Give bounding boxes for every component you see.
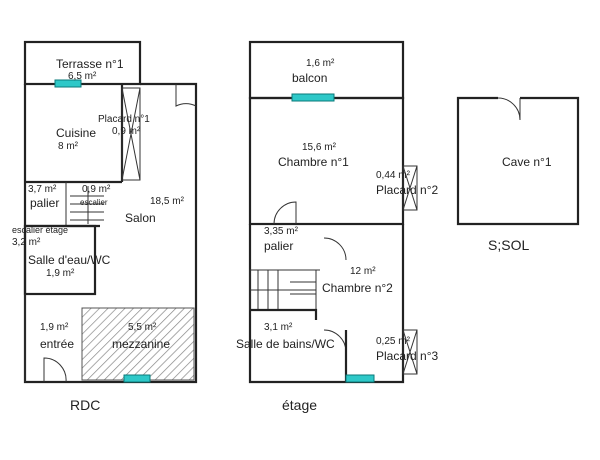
chambre1-label: Chambre n°1 [278,155,349,169]
escalier-etage-label: escalier étage [12,225,68,235]
salle-eau-area: 1,9 m² [46,268,75,279]
salle-eau-box [23,224,97,296]
cave-box [456,96,580,226]
sous-sol-title: S;SOL [488,237,529,253]
entree-door [43,357,67,383]
entree-label: entrée [40,337,74,351]
etage-window-balcon [291,93,335,102]
chambre1-door [273,201,297,225]
salon-label: Salon [125,211,156,225]
etage-title: étage [282,397,317,413]
placard2-label: Placard n°2 [376,183,438,197]
cuisine-area: 8 m² [58,141,79,152]
chambre1-area: 15,6 m² [302,142,337,153]
mezzanine-hatched [81,307,195,381]
mezzanine-label: mezzanine [112,337,170,351]
cave-door [497,97,521,121]
sdb-top-wall [250,308,318,320]
placard1-box [121,87,141,181]
rdc-stairs [70,186,104,224]
placard3-label: Placard n°3 [376,349,438,363]
placard1-label: Placard n°1 [98,114,150,125]
cave-label: Cave n°1 [502,155,552,169]
escalier-area: 0,9 m² [82,184,111,195]
rdc-window-bottom [123,374,151,383]
chambre2-area: 12 m² [350,266,376,277]
placard2-box [402,165,418,211]
rdc-window-terrasse [54,79,82,88]
sous-sol-plan [456,96,580,226]
salle-eau-label: Salle d'eau/WC [28,253,111,267]
terrasse-area: 6,5 m² [68,71,97,82]
cuisine-label: Cuisine [56,126,96,140]
etage-palier-area: 3,35 m² [264,226,299,237]
escalier-label: escalier [80,198,108,207]
rdc-title: RDC [70,397,100,413]
placard3-box [402,329,418,375]
balcon-label: balcon [292,71,327,85]
salon-area: 18,5 m² [150,196,185,207]
rdc-terrasse-wall [23,40,142,86]
rdc-plan [23,40,198,384]
terrasse-label: Terrasse n°1 [56,57,124,71]
sdb-label: Salle de bains/WC [236,337,335,351]
entree-area: 1,9 m² [40,322,69,333]
rdc-palier-area: 3,7 m² [28,184,57,195]
mezzanine-area: 5,5 m² [128,322,157,333]
chambre2-label: Chambre n°2 [322,281,393,295]
placard1-area: 0,9 m² [112,126,141,137]
placard2-area: 0,44 m² [376,170,411,181]
sdb-area: 3,1 m² [264,322,293,333]
etage-window-bottom [345,374,375,383]
salon-door [175,84,197,107]
etage-palier-label: palier [264,239,293,253]
etage-plan [248,40,418,384]
balcon-area: 1,6 m² [306,58,335,69]
chambre2-door [323,237,347,261]
rdc-palier-label: palier [30,196,59,210]
balcon-box [248,40,405,100]
placard3-area: 0,25 m² [376,336,411,347]
escalier-etage-area: 3,2 m² [12,237,41,248]
